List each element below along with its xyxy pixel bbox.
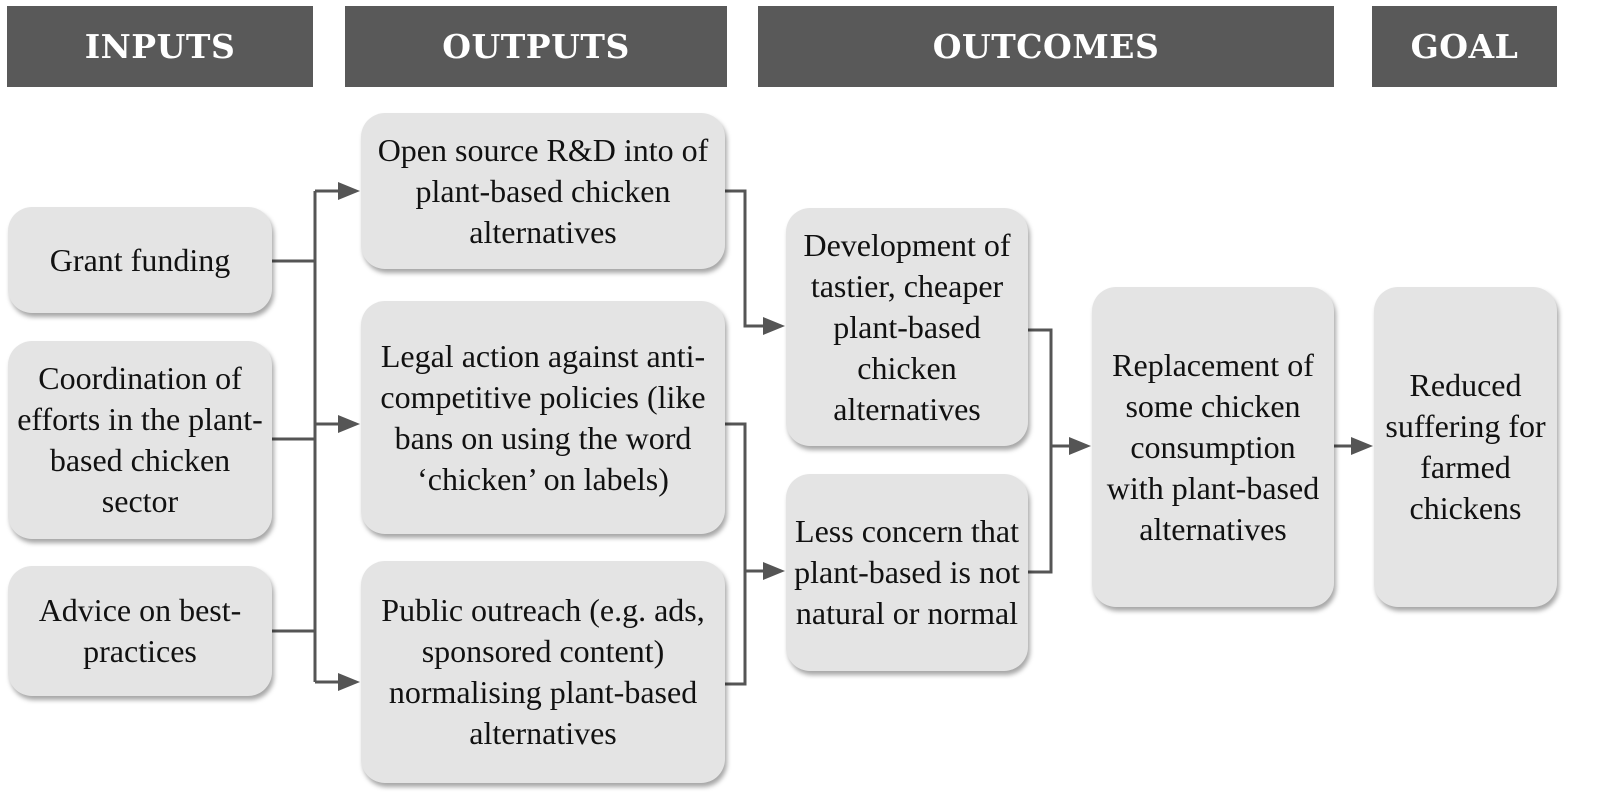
arrowhead-goal — [1351, 437, 1373, 455]
box-replacement: Replacement of some chicken consumption … — [1092, 287, 1334, 607]
arrowhead-public-outreach — [338, 673, 360, 691]
development-text: Development of tastier, cheaper plant-ba… — [803, 226, 1011, 427]
box-advice: Advice on best-practices — [8, 566, 272, 696]
arrowhead-development — [763, 317, 785, 335]
header-inputs: INPUTS — [7, 6, 313, 87]
box-less-concern: Less concern that plant-based is not nat… — [786, 474, 1028, 671]
replacement-text: Replacement of some chicken consumption … — [1106, 346, 1320, 547]
connector-legal-to-less-concern — [725, 422, 747, 686]
advice-text: Advice on best-practices — [38, 592, 242, 669]
box-grant-funding: Grant funding — [8, 207, 272, 313]
grant-funding-text: Grant funding — [49, 241, 231, 278]
less-concern-text: Less concern that plant-based is not nat… — [794, 513, 1020, 631]
open-source-text: Open source R&D into of plant-based chic… — [377, 131, 709, 250]
box-public-outreach: Public outreach (e.g. ads, sponsored con… — [361, 561, 725, 783]
box-coordination: Coordination of efforts in the plant-bas… — [8, 341, 272, 539]
coordination-text: Coordination of efforts in the plant-bas… — [17, 360, 263, 519]
box-reduced-suffering: Reduced suffering for farmed chickens — [1374, 287, 1557, 607]
connector-development-out — [1028, 328, 1053, 574]
arrowhead-less-concern — [763, 562, 785, 580]
header-outcomes: OUTCOMES — [758, 6, 1334, 87]
header-goal: GOAL — [1372, 6, 1557, 87]
box-development: Development of tastier, cheaper plant-ba… — [786, 208, 1028, 446]
arrowhead-legal-action — [338, 415, 360, 433]
header-outputs: OUTPUTS — [345, 6, 727, 87]
arrowhead-replacement — [1069, 437, 1091, 455]
box-open-source: Open source R&D into of plant-based chic… — [361, 113, 725, 269]
reduced-suffering-text: Reduced suffering for farmed chickens — [1385, 367, 1546, 526]
connector-open-source-to-development — [725, 189, 764, 328]
arrowhead-open-source — [338, 182, 360, 200]
box-legal-action: Legal action against anti-competitive po… — [361, 301, 725, 534]
public-outreach-text: Public outreach (e.g. ads, sponsored con… — [381, 592, 705, 751]
legal-action-text: Legal action against anti-competitive po… — [380, 337, 706, 497]
